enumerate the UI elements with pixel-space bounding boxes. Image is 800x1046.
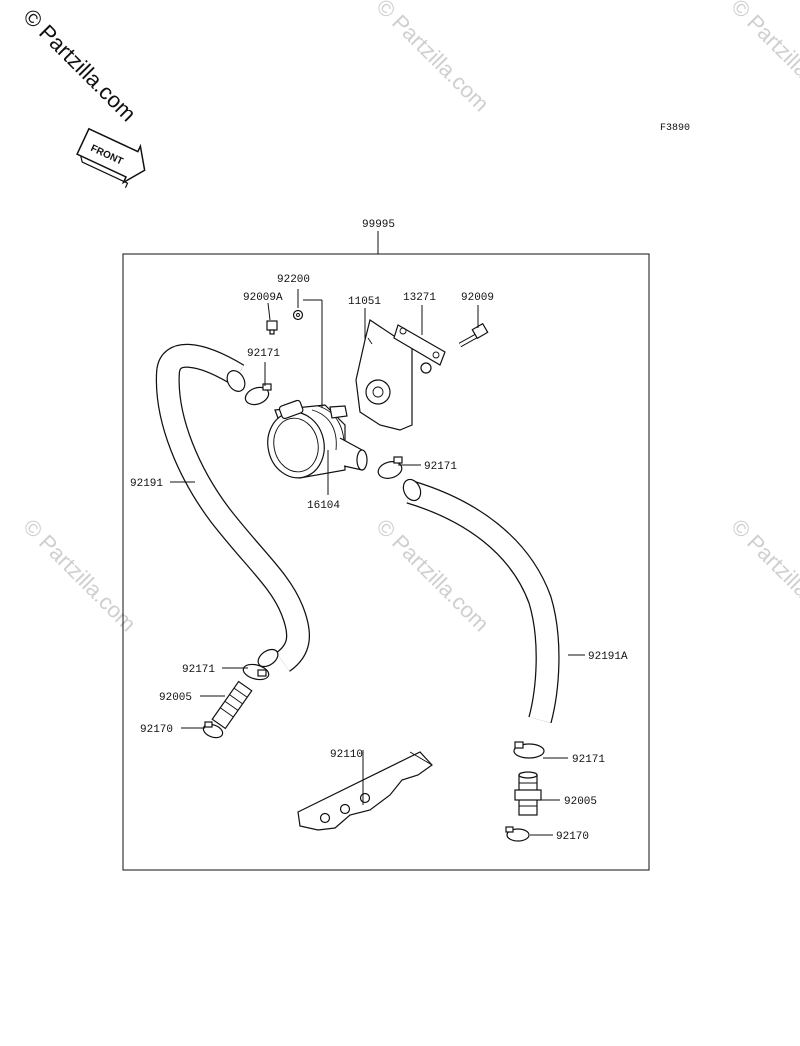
bolt <box>458 322 489 348</box>
clamp-lower-left <box>242 663 270 681</box>
guard <box>297 751 433 831</box>
label-clamp-top-left: 92171 <box>247 348 280 360</box>
filter-housing <box>267 399 368 479</box>
front-arrow-icon: FRONT <box>76 127 146 188</box>
label-kit: 99995 <box>362 219 395 231</box>
label-plate: 13271 <box>403 292 436 304</box>
watermark-top-center: © Partzilla.com <box>371 0 494 116</box>
label-clamp-mid-right: 92171 <box>424 461 457 473</box>
watermark-top-right: © Partzilla.com <box>726 0 800 116</box>
label-fitting-left: 92005 <box>159 692 192 704</box>
label-clamp-lower-left: 92171 <box>182 664 215 676</box>
clamp-small-right <box>505 826 530 842</box>
hose-right <box>402 478 560 724</box>
label-bolt-a: 92009A <box>243 292 283 304</box>
plate <box>393 324 446 374</box>
watermark-main: © Partzilla.com <box>18 4 141 127</box>
kit-frame <box>122 253 650 871</box>
label-bracket: 11051 <box>348 296 381 308</box>
label-guard: 92110 <box>330 749 363 761</box>
fitting-left <box>211 680 253 730</box>
clamp-top-left <box>244 383 272 406</box>
fitting-right <box>514 771 542 816</box>
washer <box>292 309 304 321</box>
label-filter: 16104 <box>307 500 340 512</box>
clamp-mid-right <box>377 456 403 479</box>
label-hose-right: 92191A <box>588 651 628 663</box>
label-clamp-lower-right: 92171 <box>572 754 605 766</box>
clamp-lower-right <box>513 741 545 759</box>
label-hose-left: 92191 <box>130 478 163 490</box>
label-bolt: 92009 <box>461 292 494 304</box>
hose-left <box>155 343 311 672</box>
label-clamp-small-right: 92170 <box>556 831 589 843</box>
label-washer: 92200 <box>277 274 310 286</box>
bolt-a <box>266 320 278 335</box>
diagram-id: F3890 <box>660 123 690 134</box>
label-clamp-small-left: 92170 <box>140 724 173 736</box>
bracket <box>355 319 413 431</box>
watermark-mid-right: © Partzilla.com <box>726 514 800 637</box>
label-fitting-right: 92005 <box>564 796 597 808</box>
